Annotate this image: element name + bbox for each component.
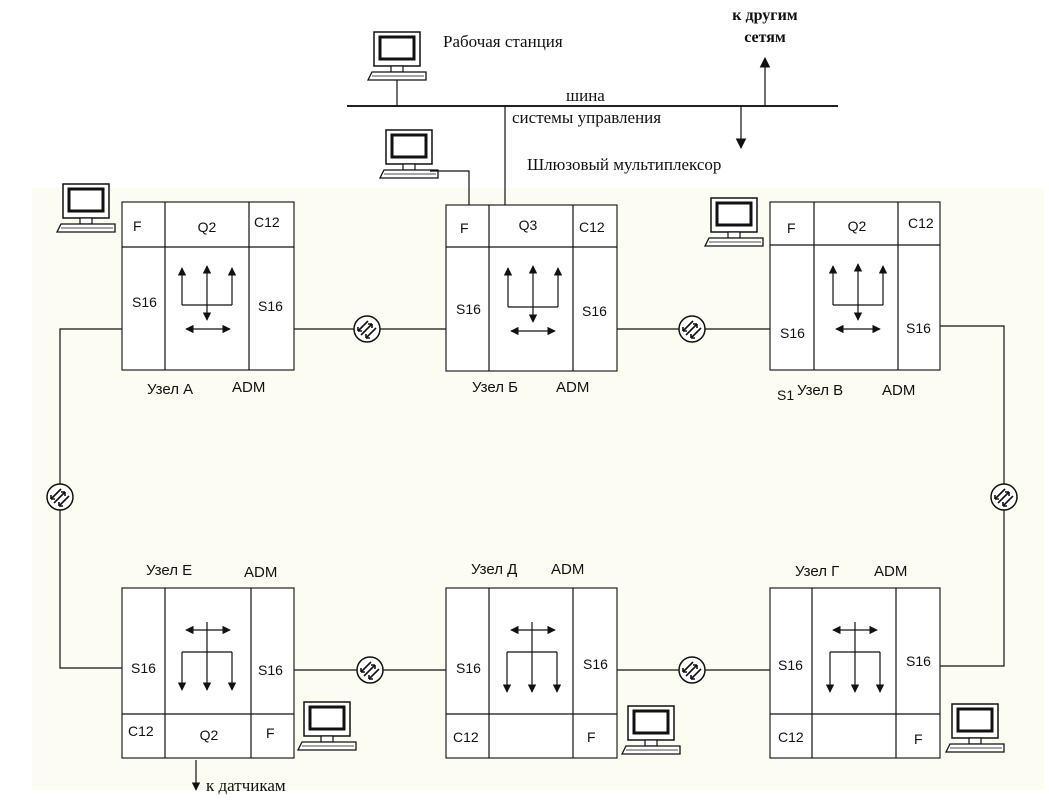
node-v: F Q2 C12 S16 S16 S1 Узел В ADM	[769, 201, 941, 403]
node-prefix: S1	[777, 387, 794, 403]
regenerator-icon	[46, 483, 74, 511]
node-a-workstation-icon	[55, 182, 117, 234]
workstation-label: Рабочая станция	[443, 32, 563, 51]
port-q: Q2	[198, 219, 217, 235]
regenerator-icon	[678, 656, 706, 684]
node-g-workstation-icon	[944, 702, 1006, 754]
regenerator-icon	[353, 315, 381, 343]
node-name: Узел В	[797, 382, 843, 399]
gateway-label: Шлюзовый мультиплексор	[527, 155, 721, 174]
port-s16-right: S16	[258, 298, 283, 314]
port-f: F	[460, 220, 469, 236]
node-name: Узел А	[147, 381, 193, 398]
node-type: ADM	[232, 379, 265, 396]
port-s16-left: S16	[131, 660, 156, 676]
port-s16-left: S16	[456, 301, 481, 317]
port-s16-left: S16	[778, 657, 803, 673]
port-q: Q2	[200, 727, 219, 743]
port-c12: C12	[254, 214, 280, 230]
node-g: Узел Г ADM S16 S16 C12 F	[769, 563, 941, 759]
node-e-workstation-icon	[296, 700, 358, 752]
regenerator-icon	[678, 315, 706, 343]
regenerator-icon	[990, 483, 1018, 511]
management-bus	[347, 56, 838, 205]
port-s16-right: S16	[583, 656, 608, 672]
node-type: ADM	[874, 563, 907, 580]
port-s16-left: S16	[456, 660, 481, 676]
node-name: Узел Е	[146, 562, 192, 579]
port-c12: C12	[778, 729, 804, 745]
port-f: F	[133, 218, 142, 234]
node-name: Узел Г	[795, 563, 839, 580]
port-q: Q3	[519, 217, 538, 233]
bus-label-2: системы управления	[512, 108, 661, 127]
port-f: F	[787, 220, 796, 236]
node-name: Узел Д	[471, 561, 517, 578]
port-s16-left: S16	[132, 294, 157, 310]
port-f: F	[914, 731, 923, 747]
node-type: ADM	[556, 379, 589, 396]
port-s16-right: S16	[582, 303, 607, 319]
port-c12: C12	[453, 729, 479, 745]
node-a: F Q2 C12 S16 S16 Узел А ADM	[121, 201, 295, 398]
node-v-workstation-icon	[703, 196, 765, 248]
node-type: ADM	[244, 564, 277, 581]
port-s16-right: S16	[258, 662, 283, 678]
node-d-workstation-icon	[620, 704, 682, 756]
bus-label-1: шина	[566, 86, 605, 105]
gateway-workstation-icon	[378, 128, 440, 180]
other-networks-label-2: сетям	[744, 29, 786, 46]
port-c12: C12	[128, 723, 154, 739]
node-name: Узел Б	[472, 379, 518, 396]
port-c12: C12	[579, 219, 605, 235]
sensors-label: к датчикам	[206, 776, 286, 795]
node-e: Узел Е ADM S16 S16 C12 Q2 F	[121, 562, 295, 759]
node-type: ADM	[551, 561, 584, 578]
port-c12: C12	[908, 215, 934, 231]
port-f: F	[587, 729, 596, 745]
gateway-workstation-link	[430, 170, 470, 205]
node-d: Узел Д ADM S16 S16 C12 F	[445, 561, 618, 759]
regenerator-icon	[356, 656, 384, 684]
port-f: F	[266, 725, 275, 741]
port-s16-right: S16	[906, 320, 931, 336]
node-b: F Q3 C12 S16 S16 Узел Б ADM	[445, 204, 618, 396]
port-s16-right: S16	[906, 653, 931, 669]
other-networks-label-1: к другим	[732, 7, 797, 24]
workstation-icon	[366, 30, 428, 82]
port-s16-left: S16	[780, 325, 805, 341]
node-type: ADM	[882, 382, 915, 399]
port-q: Q2	[848, 218, 867, 234]
